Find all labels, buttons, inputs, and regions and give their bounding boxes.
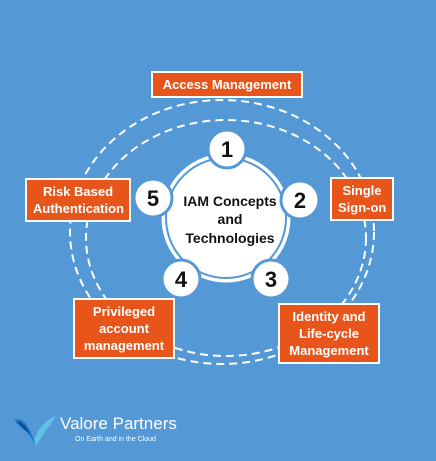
node-2-badge: 2 bbox=[279, 179, 321, 221]
label-access-management: Access Management bbox=[151, 71, 303, 98]
label-privileged-account-line-3: management bbox=[83, 338, 165, 353]
label-identity-lifecycle-line-1: Identity and bbox=[292, 309, 366, 324]
center-title-line-1: IAM Concepts bbox=[183, 193, 277, 209]
label-risk-based-auth-line-2: Authentication bbox=[33, 201, 124, 216]
node-4-number: 4 bbox=[175, 267, 188, 292]
label-single-sign-on-line-1: Single bbox=[342, 183, 382, 198]
node-1-badge: 1 bbox=[206, 128, 248, 170]
node-3-badge: 3 bbox=[250, 258, 292, 300]
node-4-badge: 4 bbox=[160, 258, 202, 300]
center-title-line-2: and bbox=[218, 211, 243, 227]
label-identity-lifecycle-line-3: Management bbox=[289, 343, 369, 358]
label-single-sign-on-line-2: Sign-on bbox=[338, 200, 387, 215]
label-privileged-account-line-1: Privileged bbox=[92, 304, 156, 319]
label-identity-lifecycle-line-2: Life-cycle bbox=[299, 326, 359, 341]
node-3-number: 3 bbox=[265, 267, 277, 292]
label-privileged-account-line-2: account bbox=[99, 321, 149, 336]
valore-partners-logo: Valore Partners On Earth and in the Clou… bbox=[12, 410, 212, 450]
outer-dashed-ring bbox=[69, 99, 375, 365]
label-access-management-line-1: Access Management bbox=[162, 77, 292, 92]
label-single-sign-on: Single Sign-on bbox=[330, 177, 394, 221]
center-title-line-3: Technologies bbox=[185, 230, 274, 246]
node-5-number: 5 bbox=[147, 186, 159, 211]
node-5-badge: 5 bbox=[132, 177, 174, 219]
valore-logo-icon bbox=[14, 416, 56, 446]
node-1-number: 1 bbox=[221, 137, 233, 162]
logo-tagline: On Earth and in the Cloud bbox=[75, 436, 156, 443]
label-privileged-account: Privileged account management bbox=[73, 298, 175, 359]
label-risk-based-auth-line-1: Risk Based bbox=[42, 184, 114, 199]
node-2-number: 2 bbox=[294, 188, 306, 213]
label-risk-based-auth: Risk Based Authentication bbox=[25, 178, 131, 222]
label-identity-lifecycle: Identity and Life-cycle Management bbox=[278, 303, 380, 364]
outer-dashed-ring-2 bbox=[85, 119, 367, 357]
logo-name: Valore Partners bbox=[60, 414, 177, 433]
